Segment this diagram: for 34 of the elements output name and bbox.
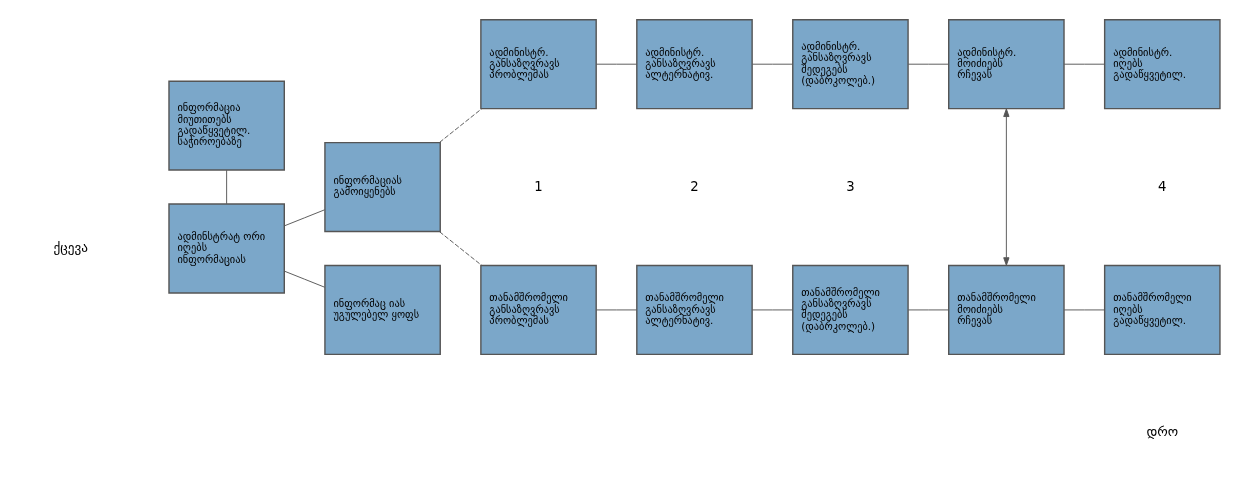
connector [284,270,326,288]
node-box: თანამშრომელი განსაზღვრავს შედეგებს (დაბრკოლებ.) [792,264,909,355]
node-box: თანამშრომელი იღებს გადაწყვეტილ. [1103,264,1221,355]
label: დრო [1146,423,1179,439]
node-box: ადმინსტრატ ორი იღებს ინფორმაციას [168,202,285,294]
node-box: ადმინისტრ. განსაზღვრავს შედეგებს (დაბრკოლებ.) [792,18,909,109]
connector [284,208,326,226]
node-box: ინფორმაცია მიუთითებს გადაწყვეტილ. საჭიროებაზე [168,80,285,171]
node-box: ადმინისტრ. მოიძიებს რჩევას [948,18,1065,109]
label: 2 [690,178,699,194]
node-box: თანამშრომელი განსაზღვრავს პრობლემას [480,264,597,355]
arrow [1003,108,1010,266]
label: ქცევა [53,239,88,255]
connector [907,308,949,310]
connector [1063,308,1105,310]
node-box: თანამშრომელი განსაზღვრავს ალტერნატივ. [636,264,753,355]
node-box: ადმინისტრ. იღებს გადაწყვეტილ. [1103,18,1221,109]
connector [907,63,949,65]
node-box: ადმინისტრ. განსაზღვრავს პრობლემას [480,18,597,109]
node-box: ინფორმაც იას უგულებელ ყოფს [324,264,441,355]
connector [751,308,793,310]
node-box: თანამშრომელი მოიძიებს რჩევას [948,264,1065,355]
node-box: ინფორმაციას გამოიყენებს [324,141,441,232]
connector [751,63,793,65]
label: 1 [534,178,543,194]
connector [439,107,483,143]
label: 3 [846,178,855,194]
connector [1063,63,1105,65]
connector [226,169,228,204]
node-box: ადმინისტრ. განსაზღვრავს ალტერნატივ. [636,18,753,109]
connector [595,63,638,65]
connector [595,308,638,310]
connector [439,230,483,266]
label: 4 [1158,178,1167,194]
